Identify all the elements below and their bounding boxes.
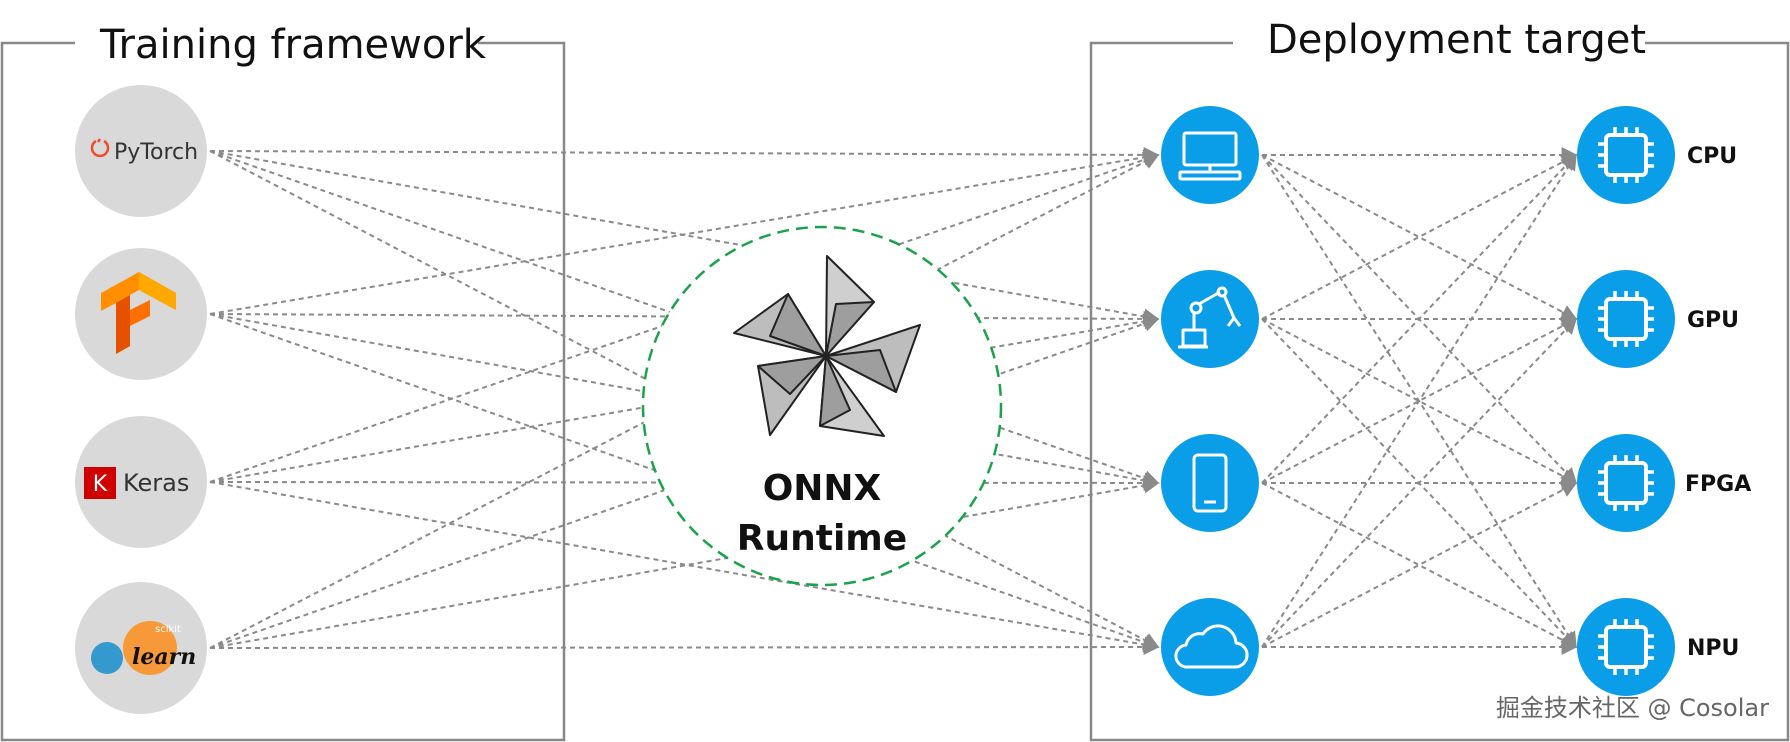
watermark: 掘金技术社区 @ Cosolar bbox=[1496, 694, 1769, 722]
deployment-target-group: Deployment target bbox=[1089, 17, 1790, 742]
connector-edge bbox=[1261, 153, 1578, 484]
target-node-robot bbox=[1161, 270, 1259, 368]
gpu-label: GPU bbox=[1687, 308, 1739, 333]
edge-layer bbox=[209, 146, 1578, 656]
target-node-desktop bbox=[1161, 106, 1259, 204]
training-framework-title: Training framework bbox=[99, 22, 487, 68]
connector-edge bbox=[209, 146, 1160, 163]
cpu-label: CPU bbox=[1687, 144, 1737, 169]
keras-label: Keras bbox=[123, 469, 189, 497]
desktop-computer-icon bbox=[1178, 131, 1242, 181]
framework-node-sklearn: scikit learn bbox=[75, 582, 207, 714]
scikit-learn-logo-icon bbox=[91, 621, 177, 675]
connector-edge bbox=[1261, 317, 1578, 648]
scikit-sublabel: scikit bbox=[155, 624, 181, 635]
hardware-node-gpu: GPU bbox=[1577, 270, 1739, 368]
target-node-cloud bbox=[1161, 598, 1259, 696]
onnx-label: ONNX bbox=[763, 468, 882, 509]
hardware-node-fpga: FPGA bbox=[1577, 434, 1751, 532]
connector-edge bbox=[209, 149, 1160, 315]
connector-edge bbox=[209, 477, 1160, 649]
pytorch-label: PyTorch bbox=[114, 140, 198, 165]
mobile-phone-icon bbox=[1192, 453, 1228, 513]
hardware-node-cpu: CPU bbox=[1577, 106, 1737, 204]
sklearn-label: learn bbox=[132, 644, 196, 670]
connector-edge bbox=[209, 313, 1160, 650]
pytorch-logo-icon bbox=[90, 138, 110, 158]
onnx-runtime-node: ONNX Runtime bbox=[641, 225, 1003, 587]
hardware-node-npu: NPU bbox=[1577, 598, 1739, 696]
training-framework-group: Training framework bbox=[0, 22, 566, 742]
framework-node-keras: K Keras bbox=[75, 416, 207, 548]
tensorflow-logo-icon bbox=[101, 272, 176, 354]
cloud-icon bbox=[1174, 624, 1249, 669]
connector-edge bbox=[209, 639, 1160, 656]
framework-node-tensorflow bbox=[75, 248, 207, 380]
svg-text:K: K bbox=[93, 472, 108, 497]
framework-node-pytorch: PyTorch bbox=[75, 85, 207, 217]
npu-label: NPU bbox=[1687, 636, 1739, 661]
target-node-mobile bbox=[1161, 434, 1259, 532]
robot-arm-icon bbox=[1178, 286, 1242, 349]
connector-edge bbox=[1261, 153, 1577, 648]
runtime-label: Runtime bbox=[737, 518, 907, 559]
fpga-label: FPGA bbox=[1685, 472, 1751, 497]
onnx-logo-icon bbox=[733, 255, 921, 437]
keras-logo-icon: K bbox=[84, 467, 116, 499]
deployment-target-title: Deployment target bbox=[1267, 17, 1646, 63]
